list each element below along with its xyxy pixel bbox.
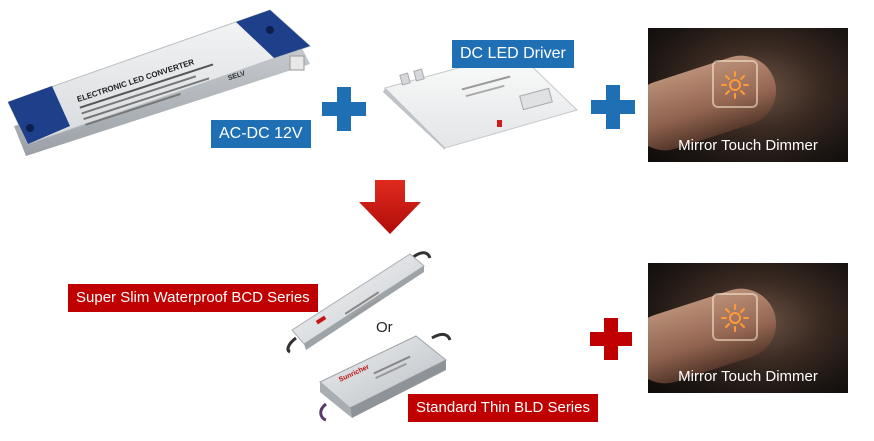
dc-led-driver-label: DC LED Driver bbox=[452, 40, 574, 68]
or-text: Or bbox=[376, 319, 393, 336]
plus-icon bbox=[590, 318, 632, 360]
bcd-series-label: Super Slim Waterproof BCD Series bbox=[68, 284, 318, 312]
bld-series-label: Standard Thin BLD Series bbox=[408, 394, 598, 422]
plus-icon bbox=[591, 85, 635, 129]
mirror-touch-dimmer-image: Mirror Touch Dimmer bbox=[648, 263, 848, 393]
plus-icon bbox=[322, 87, 366, 131]
sun-icon bbox=[721, 71, 749, 99]
mirror-touch-dimmer-image: Mirror Touch Dimmer bbox=[648, 28, 848, 162]
down-arrow-icon bbox=[359, 180, 421, 234]
ac-dc-12v-label: AC-DC 12V bbox=[211, 120, 311, 148]
bld-series-driver-image: Sunricher bbox=[319, 332, 452, 422]
sun-icon bbox=[721, 304, 749, 332]
dimmer-caption-bottom: Mirror Touch Dimmer bbox=[678, 368, 818, 385]
bcd-series-driver-image bbox=[286, 251, 432, 354]
dimmer-caption-top: Mirror Touch Dimmer bbox=[678, 137, 818, 154]
ac-dc-converter-image: ELECTRONIC LED CONVERTER SELV bbox=[8, 9, 311, 156]
touch-pad bbox=[712, 60, 758, 108]
touch-pad bbox=[712, 293, 758, 341]
